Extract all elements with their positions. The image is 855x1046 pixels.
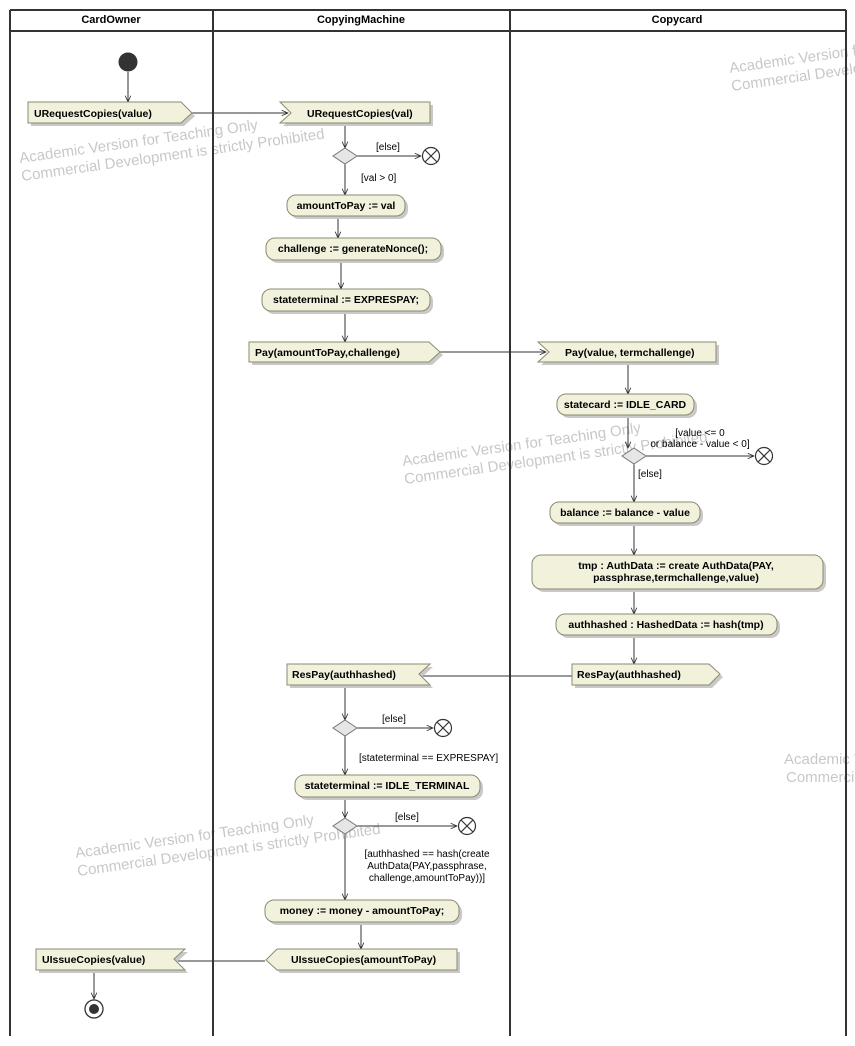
send-signal-uissue: UIssueCopies(amountToPay) bbox=[265, 948, 460, 973]
action-tmp-authdata: tmp : AuthData := create AuthData(PAY, p… bbox=[531, 554, 826, 592]
guard-else-2: [else] bbox=[638, 469, 662, 480]
flow-final-node-3 bbox=[433, 718, 453, 738]
flow-final-node-4 bbox=[457, 816, 477, 836]
guard-stateterminal-eq: [stateterminal == EXPRESPAY] bbox=[359, 753, 498, 764]
lane-title-cardowner: CardOwner bbox=[81, 14, 141, 26]
action-amount-to-pay: amountToPay := val bbox=[286, 194, 408, 219]
decision-node-1 bbox=[332, 147, 358, 165]
accept-signal-uissue: UIssueCopies(value) bbox=[35, 948, 188, 973]
send-signal-urequest: URequestCopies(value) bbox=[27, 101, 195, 126]
send-signal-urequest-label: URequestCopies(value) bbox=[34, 108, 152, 120]
action-challenge: challenge := generateNonce(); bbox=[265, 237, 444, 263]
flow-final-node-2 bbox=[754, 446, 774, 466]
decision-node-4 bbox=[332, 817, 358, 835]
guard-value-le-0-line1: [value <= 0 bbox=[675, 428, 725, 439]
accept-signal-respay: ResPay(authhashed) bbox=[286, 663, 433, 688]
watermark-right-2: Commercial Development is strictly Prohi… bbox=[786, 769, 855, 786]
lane-title-copycard: Copycard bbox=[652, 14, 703, 26]
guard-auth-line2: AuthData(PAY,passphrase, bbox=[367, 861, 487, 872]
activity-final-node bbox=[84, 999, 104, 1019]
decision-node-2 bbox=[621, 447, 647, 465]
guard-val-gt-0: [val > 0] bbox=[361, 173, 397, 184]
guard-else-4: [else] bbox=[395, 812, 419, 823]
send-signal-uissue-label: UIssueCopies(amountToPay) bbox=[291, 954, 436, 966]
action-balance: balance := balance - value bbox=[549, 501, 703, 526]
lane-title-copyingmachine: CopyingMachine bbox=[317, 14, 405, 26]
accept-signal-uissue-label: UIssueCopies(value) bbox=[42, 954, 145, 966]
send-signal-pay-label: Pay(amountToPay,challenge) bbox=[255, 347, 400, 359]
action-amount-to-pay-label: amountToPay := val bbox=[297, 200, 396, 212]
send-signal-respay-label: ResPay(authhashed) bbox=[577, 669, 681, 681]
guard-else-3: [else] bbox=[382, 714, 406, 725]
guard-auth-line1: [authhashed == hash(create bbox=[364, 849, 490, 860]
action-stateterminal-idle-label: stateterminal := IDLE_TERMINAL bbox=[305, 780, 470, 792]
action-money-label: money := money - amountToPay; bbox=[280, 905, 445, 917]
control-flows bbox=[94, 72, 754, 999]
action-statecard-idle-label: statecard := IDLE_CARD bbox=[564, 399, 687, 411]
action-tmp-authdata-line1: tmp : AuthData := create AuthData(PAY, bbox=[578, 560, 774, 572]
action-money: money := money - amountToPay; bbox=[264, 899, 462, 925]
send-signal-pay: Pay(amountToPay,challenge) bbox=[248, 341, 443, 365]
send-signal-respay: ResPay(authhashed) bbox=[571, 663, 723, 688]
flow-final-node-1 bbox=[421, 146, 441, 166]
accept-signal-urequest-label: URequestCopies(val) bbox=[307, 108, 413, 120]
swimlane-frame: CardOwner CopyingMachine Copycard bbox=[9, 9, 847, 1036]
accept-signal-respay-label: ResPay(authhashed) bbox=[292, 669, 396, 681]
action-stateterminal-idle: stateterminal := IDLE_TERMINAL bbox=[294, 774, 483, 800]
action-stateterminal-express-label: stateterminal := EXPRESPAY; bbox=[273, 294, 419, 306]
action-balance-label: balance := balance - value bbox=[560, 507, 690, 519]
action-statecard-idle: statecard := IDLE_CARD bbox=[556, 393, 697, 418]
accept-signal-pay-label: Pay(value, termchallenge) bbox=[565, 347, 695, 359]
watermark-right-1: Academic Version for Teaching Only bbox=[784, 751, 855, 768]
guard-else-1: [else] bbox=[376, 142, 400, 153]
guard-value-le-0-line2: or balance - value < 0] bbox=[650, 439, 749, 450]
accept-signal-urequest: URequestCopies(val) bbox=[278, 101, 433, 126]
action-tmp-authdata-line2: passphrase,termchallenge,value) bbox=[593, 572, 759, 584]
action-stateterminal-express: stateterminal := EXPRESPAY; bbox=[261, 288, 433, 314]
accept-signal-pay: Pay(value, termchallenge) bbox=[536, 341, 719, 365]
guard-auth-line3: challenge,amountToPay))] bbox=[369, 873, 485, 884]
action-authhashed-label: authhashed : HashedData := hash(tmp) bbox=[568, 619, 763, 631]
decision-node-3 bbox=[332, 719, 358, 737]
initial-node bbox=[118, 52, 138, 72]
action-authhashed: authhashed : HashedData := hash(tmp) bbox=[555, 613, 780, 638]
action-challenge-label: challenge := generateNonce(); bbox=[278, 243, 428, 255]
